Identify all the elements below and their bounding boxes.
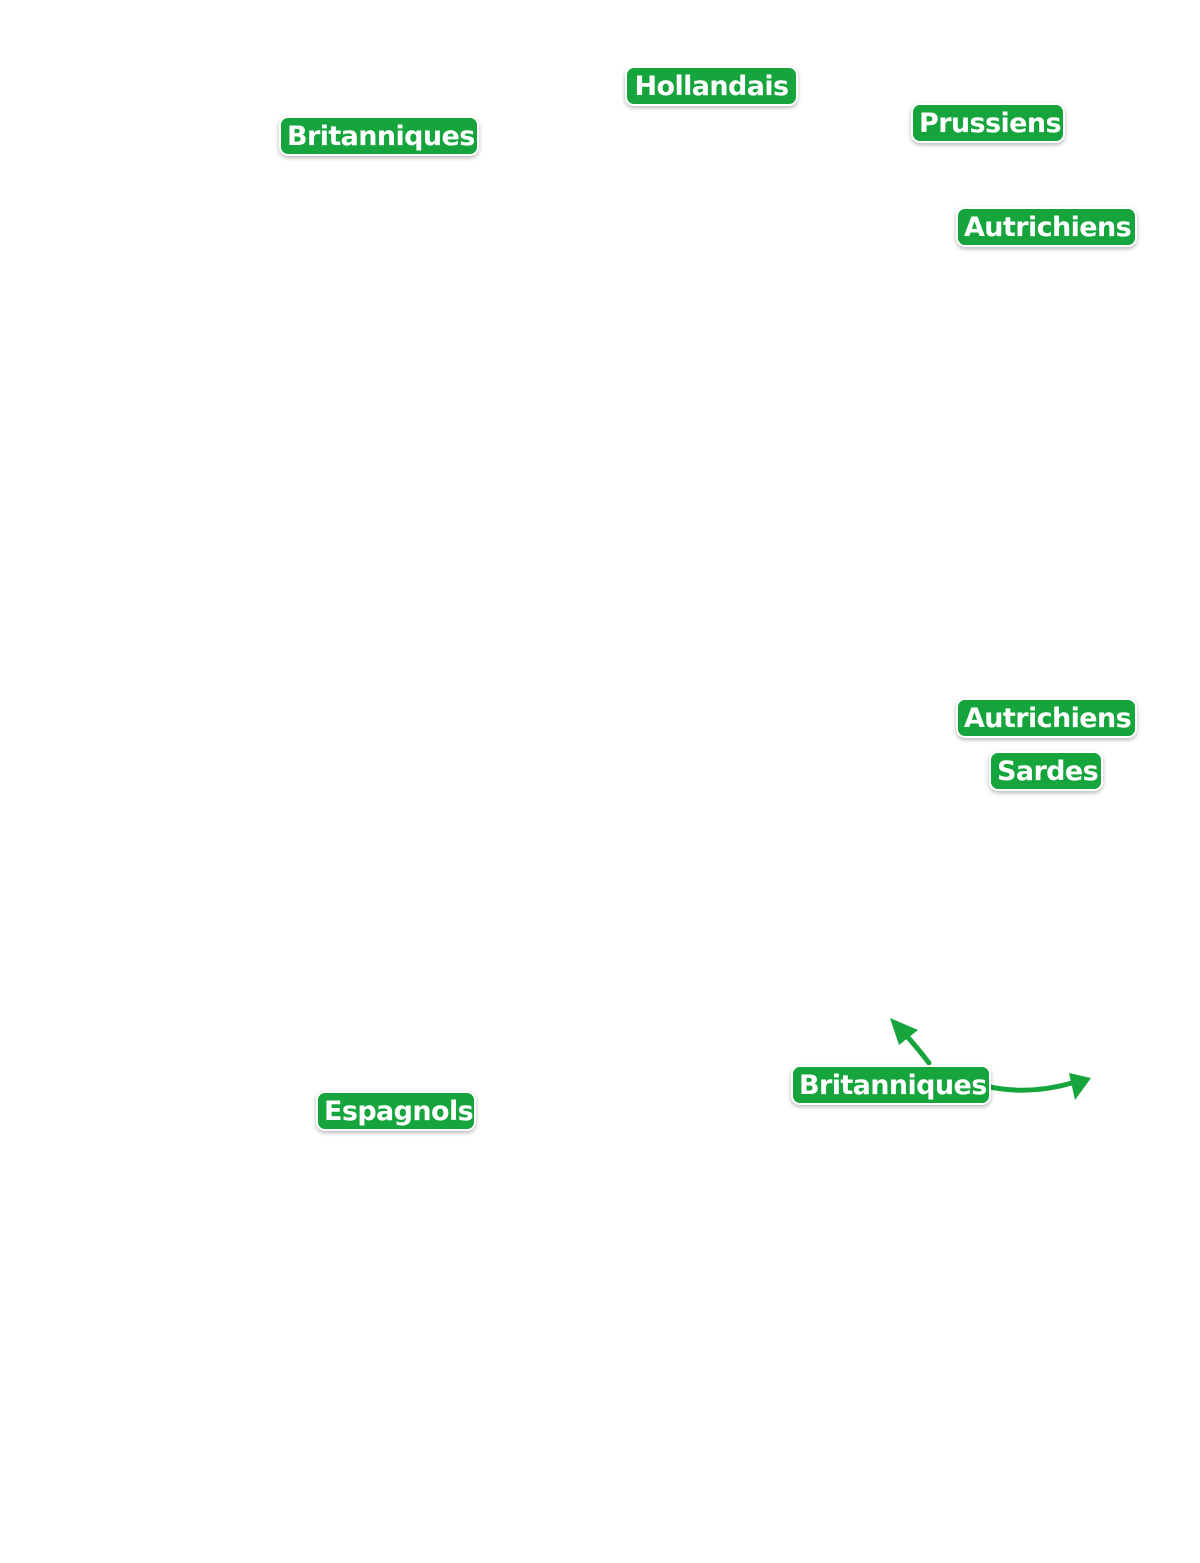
arrow-britanniques-north-west [890,1018,932,1066]
label-prussiens: Prussiens [911,103,1065,143]
label-britanniques-north: Britanniques [279,116,479,156]
label-hollandais: Hollandais [625,66,798,106]
label-autrichiens-south: Autrichiens [956,698,1137,738]
label-sardes: Sardes [989,751,1103,791]
label-autrichiens-north: Autrichiens [956,207,1137,247]
label-britanniques-south: Britanniques [791,1065,991,1105]
arrow-britanniques-east [987,1073,1091,1100]
label-espagnols: Espagnols [316,1091,476,1131]
